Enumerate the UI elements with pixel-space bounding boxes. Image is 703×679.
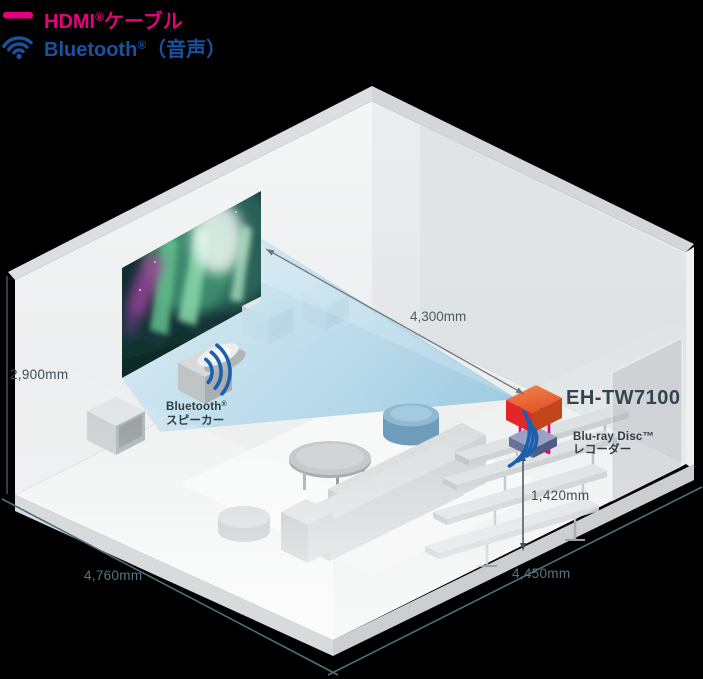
room-depth-label: 4,450mm [512,566,570,581]
stand-height-dimension: 1,420mm [520,453,589,551]
bt-speaker-label: Bluetooth® スピーカー [166,400,227,427]
dimension-arrow-icon [520,543,526,551]
floor-rim-right [333,464,694,656]
projector [506,385,562,433]
dimension-arrow-icon [515,387,524,394]
wifi-icon [2,36,33,60]
legend-bluetooth-row: Bluetooth®（音声） [2,36,226,61]
width-dimension-line [1,498,339,676]
coffee-table [289,441,371,495]
floor-rim-left [15,495,333,656]
round-stool [383,403,439,446]
hdmi-line-icon [3,12,33,19]
room-width-label: 4,760mm [84,568,142,583]
legend: HDMI®ケーブル Bluetooth®（音声） [2,9,226,61]
room-dimensions: 2,900mm 4,760mm 4,450mm [1,276,703,676]
bluray-label: Blu-ray Disc™ レコーダー [573,431,654,456]
right-wall-outer-edge [686,247,694,470]
door [611,337,683,502]
svg-text:Bluetooth®（音声）: Bluetooth®（音声） [44,37,226,61]
projection-distance-dimension: 4,300mm [265,248,525,395]
svg-text:レコーダー: レコーダー [573,442,632,456]
wall-top-band-left [8,86,372,280]
bluetooth-waves-projector-icon [507,409,539,468]
bluetooth-waves-speaker-icon [204,343,232,396]
svg-text:スピーカー: スピーカー [166,414,225,427]
wall-top-band-right [372,86,694,252]
svg-text:Blu-ray Disc™: Blu-ray Disc™ [573,431,654,443]
stand-height-label: 1,420mm [531,488,589,503]
projector-model-label: EH-TW7100 [566,387,681,409]
room-height-label: 2,900mm [10,367,68,382]
legend-hdmi-row: HDMI®ケーブル [3,9,183,33]
svg-text:Bluetooth®: Bluetooth® [166,400,227,413]
front-right-wall [333,316,686,640]
dimension-arrow-icon [266,249,275,256]
svg-text:HDMI®ケーブル: HDMI®ケーブル [44,9,183,33]
projection-distance-label: 4,300mm [410,309,466,324]
front-left-wall [15,346,333,640]
depth-dimension-line [327,486,703,676]
